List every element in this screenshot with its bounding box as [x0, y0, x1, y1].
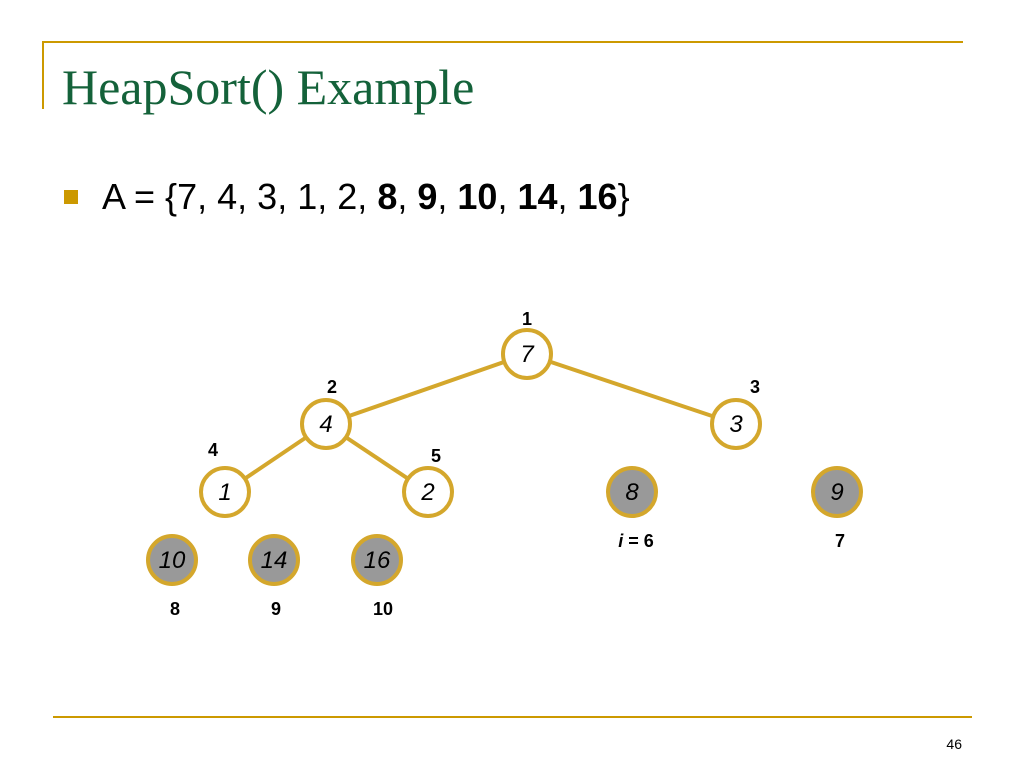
- node-index-label: 10: [373, 599, 393, 619]
- footer-rule: [53, 716, 972, 718]
- frame-left-rule: [42, 41, 44, 109]
- i-marker-value: = 6: [623, 531, 654, 551]
- node-value: 14: [261, 547, 288, 574]
- array-suffix: }: [617, 176, 630, 217]
- node-index-label: 9: [271, 599, 281, 619]
- heap-node: 16: [351, 534, 403, 586]
- node-index-label: 4: [208, 440, 218, 460]
- node-index-label: 2: [327, 377, 337, 397]
- node-value: 16: [364, 547, 391, 574]
- heap-node: 1: [199, 466, 251, 518]
- array-sorted-value: 10: [457, 176, 498, 217]
- node-index-label: 7: [835, 531, 845, 551]
- page-number: 46: [946, 736, 962, 752]
- sorted-node-circle: [146, 534, 198, 586]
- heap-node-circle: [402, 466, 454, 518]
- heap-node-circle: [199, 466, 251, 518]
- node-value: 8: [625, 479, 639, 506]
- array-sorted-value: 14: [517, 176, 558, 217]
- node-index-label: 5: [431, 446, 441, 466]
- array-sorted-value: 16: [577, 176, 618, 217]
- heap-node: 3: [710, 398, 762, 450]
- node-index-label: 1: [522, 309, 532, 329]
- array-prefix: A = {: [102, 176, 178, 217]
- sorted-node-circle: [248, 534, 300, 586]
- node-index-label: 8: [170, 599, 180, 619]
- node-value: 2: [420, 479, 434, 506]
- heap-node: 9: [811, 466, 863, 518]
- array-value: 3: [257, 176, 278, 217]
- i-marker-variable: i: [618, 531, 624, 551]
- node-value: 7: [520, 341, 535, 368]
- heap-node-circle: [710, 398, 762, 450]
- node-value: 3: [729, 411, 743, 438]
- array-sorted-value: 8: [377, 176, 398, 217]
- i-marker-label: i = 6: [618, 531, 654, 551]
- heap-node: 14: [248, 534, 300, 586]
- heap-node: 7: [501, 328, 553, 380]
- array-value: 7: [177, 176, 198, 217]
- slide-title: HeapSort() Example: [62, 59, 475, 115]
- heap-node: 10: [146, 534, 198, 586]
- array-definition: A = {7, 4, 3, 1, 2, 8, 9, 10, 14, 16}: [102, 176, 630, 217]
- node-value: 1: [218, 479, 231, 506]
- sorted-node-circle: [606, 466, 658, 518]
- array-value: 4: [217, 176, 238, 217]
- sorted-node-circle: [351, 534, 403, 586]
- sorted-node-circle: [811, 466, 863, 518]
- square-bullet-icon: [64, 190, 78, 204]
- node-value: 4: [319, 411, 332, 438]
- tree-edge: [325, 352, 528, 426]
- node-value: 9: [830, 479, 843, 506]
- array-value: 1: [297, 176, 318, 217]
- tree-edge: [526, 352, 737, 426]
- node-value: 10: [159, 547, 186, 574]
- heap-node-circle: [501, 328, 553, 380]
- heap-node-circle: [300, 398, 352, 450]
- heap-node: 4: [300, 398, 352, 450]
- heap-node: 8: [606, 466, 658, 518]
- heap-node: 2: [402, 466, 454, 518]
- array-sorted-value: 9: [417, 176, 438, 217]
- node-index-label: 3: [750, 377, 760, 397]
- frame-top-rule: [42, 41, 963, 43]
- array-bullet: A = {7, 4, 3, 1, 2, 8, 9, 10, 14, 16}: [64, 175, 630, 219]
- array-value: 2: [337, 176, 358, 217]
